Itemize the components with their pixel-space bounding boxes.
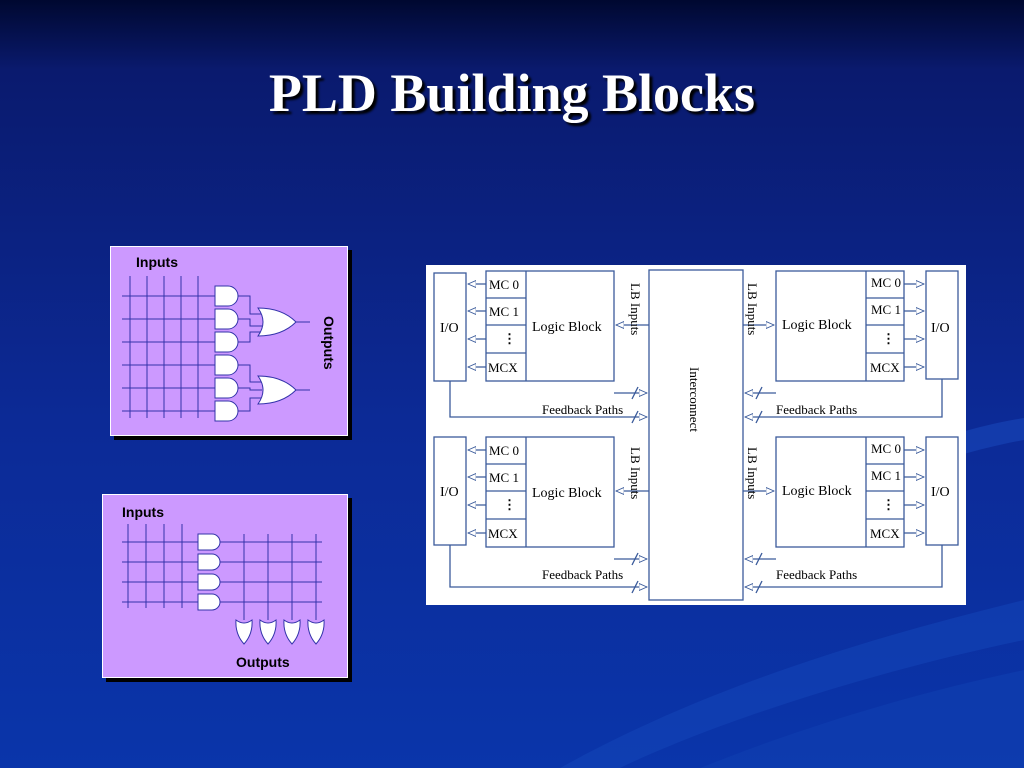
- lb-inputs-label-tr: LB Inputs: [745, 283, 760, 335]
- feedback-label-bl: Feedback Paths: [542, 567, 623, 582]
- mcx-label-bl: MCX: [488, 526, 518, 541]
- logic-block-label-bl: Logic Block: [532, 486, 602, 501]
- lb-inputs-label-bl: LB Inputs: [628, 447, 643, 499]
- pal-or-gates: [257, 307, 297, 405]
- pla-diagram: Inputs Outputs: [102, 494, 348, 678]
- pla-or-array-grid: [220, 534, 322, 620]
- mcx-label-tl: MCX: [488, 360, 518, 375]
- lb-inputs-label-tl: LB Inputs: [628, 283, 643, 335]
- logic-block-bottom-left: [485, 436, 615, 548]
- logic-block-top-right: [775, 270, 905, 382]
- pla-or-gates: [235, 619, 325, 645]
- dots-br: ⋮: [882, 497, 895, 512]
- pla-outputs-label: Outputs: [236, 654, 290, 670]
- interconnect-label: Interconnect: [687, 367, 702, 432]
- cpld-architecture-diagram: I/O I/O I/O I/O Logic Block Logic Block …: [426, 265, 966, 605]
- mcx-label-tr: MCX: [870, 360, 900, 375]
- feedback-label-tl: Feedback Paths: [542, 402, 623, 417]
- pla-input-grid: [122, 524, 198, 608]
- dots-tr: ⋮: [882, 331, 895, 346]
- logic-block-label-tr: Logic Block: [782, 318, 852, 333]
- slide-title: PLD Building Blocks: [268, 63, 756, 123]
- mc0-label-tr: MC 0: [871, 275, 901, 290]
- mc1-label-br: MC 1: [871, 468, 901, 483]
- io-label-bl: I/O: [440, 485, 459, 500]
- pla-inputs-label: Inputs: [122, 504, 164, 520]
- pal-wires: [238, 295, 310, 412]
- io-block-top-right: [925, 270, 959, 380]
- dots-bl: ⋮: [503, 497, 516, 512]
- mcx-label-br: MCX: [870, 526, 900, 541]
- io-block-top-left: [433, 272, 467, 382]
- pal-inputs-label: Inputs: [136, 254, 178, 270]
- logic-block-label-br: Logic Block: [782, 484, 852, 499]
- pla-and-gates: [197, 533, 221, 611]
- pal-outputs-label: Outputs: [321, 316, 337, 370]
- logic-block-top-left: [485, 270, 615, 382]
- lb-inputs-label-br: LB Inputs: [745, 447, 760, 499]
- interconnect-block: [648, 269, 744, 601]
- mc1-label-tr: MC 1: [871, 302, 901, 317]
- mc0-label-br: MC 0: [871, 441, 901, 456]
- mc1-label-bl: MC 1: [489, 470, 519, 485]
- logic-block-label-tl: Logic Block: [532, 320, 602, 335]
- dots-tl: ⋮: [503, 331, 516, 346]
- io-label-tl: I/O: [440, 321, 459, 336]
- io-block-bottom-right: [925, 436, 959, 546]
- feedback-label-tr: Feedback Paths: [776, 402, 857, 417]
- mc0-label-bl: MC 0: [489, 443, 519, 458]
- feedback-label-br: Feedback Paths: [776, 567, 857, 582]
- pal-diagram: Inputs Outputs: [110, 246, 348, 436]
- io-label-tr: I/O: [931, 321, 950, 336]
- pal-and-gates: [214, 285, 239, 422]
- logic-block-bottom-right: [775, 436, 905, 548]
- mc1-label-tl: MC 1: [489, 304, 519, 319]
- pal-input-grid: [122, 276, 215, 418]
- mc0-label-tl: MC 0: [489, 277, 519, 292]
- io-label-br: I/O: [931, 485, 950, 500]
